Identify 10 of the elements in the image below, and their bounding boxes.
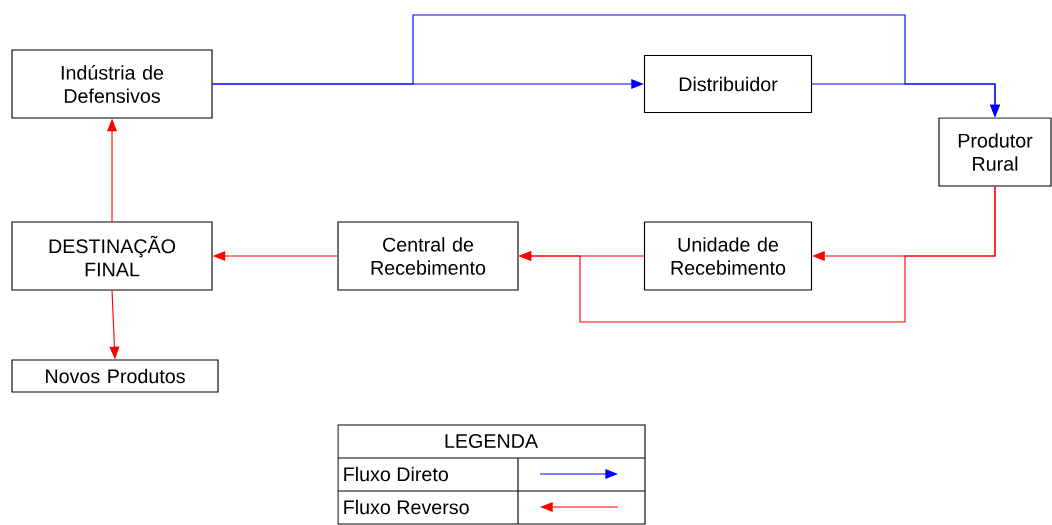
legend-title: LEGENDA [445, 434, 538, 448]
process-box: DESTINAÇÃO FINAL [11, 221, 213, 291]
process-box: Unidade de Recebimento [643, 221, 813, 291]
process-box: Produtor Rural [938, 117, 1052, 187]
process-box: Novos Produtos [11, 359, 219, 393]
process-box: Indústria de Defensivos [11, 49, 213, 119]
legend-label: Fluxo Direto [344, 466, 448, 482]
legend-label: Fluxo Reverso [344, 499, 469, 515]
process-box: Central de Recebimento [337, 221, 519, 291]
process-box: Distribuidor [643, 54, 813, 114]
